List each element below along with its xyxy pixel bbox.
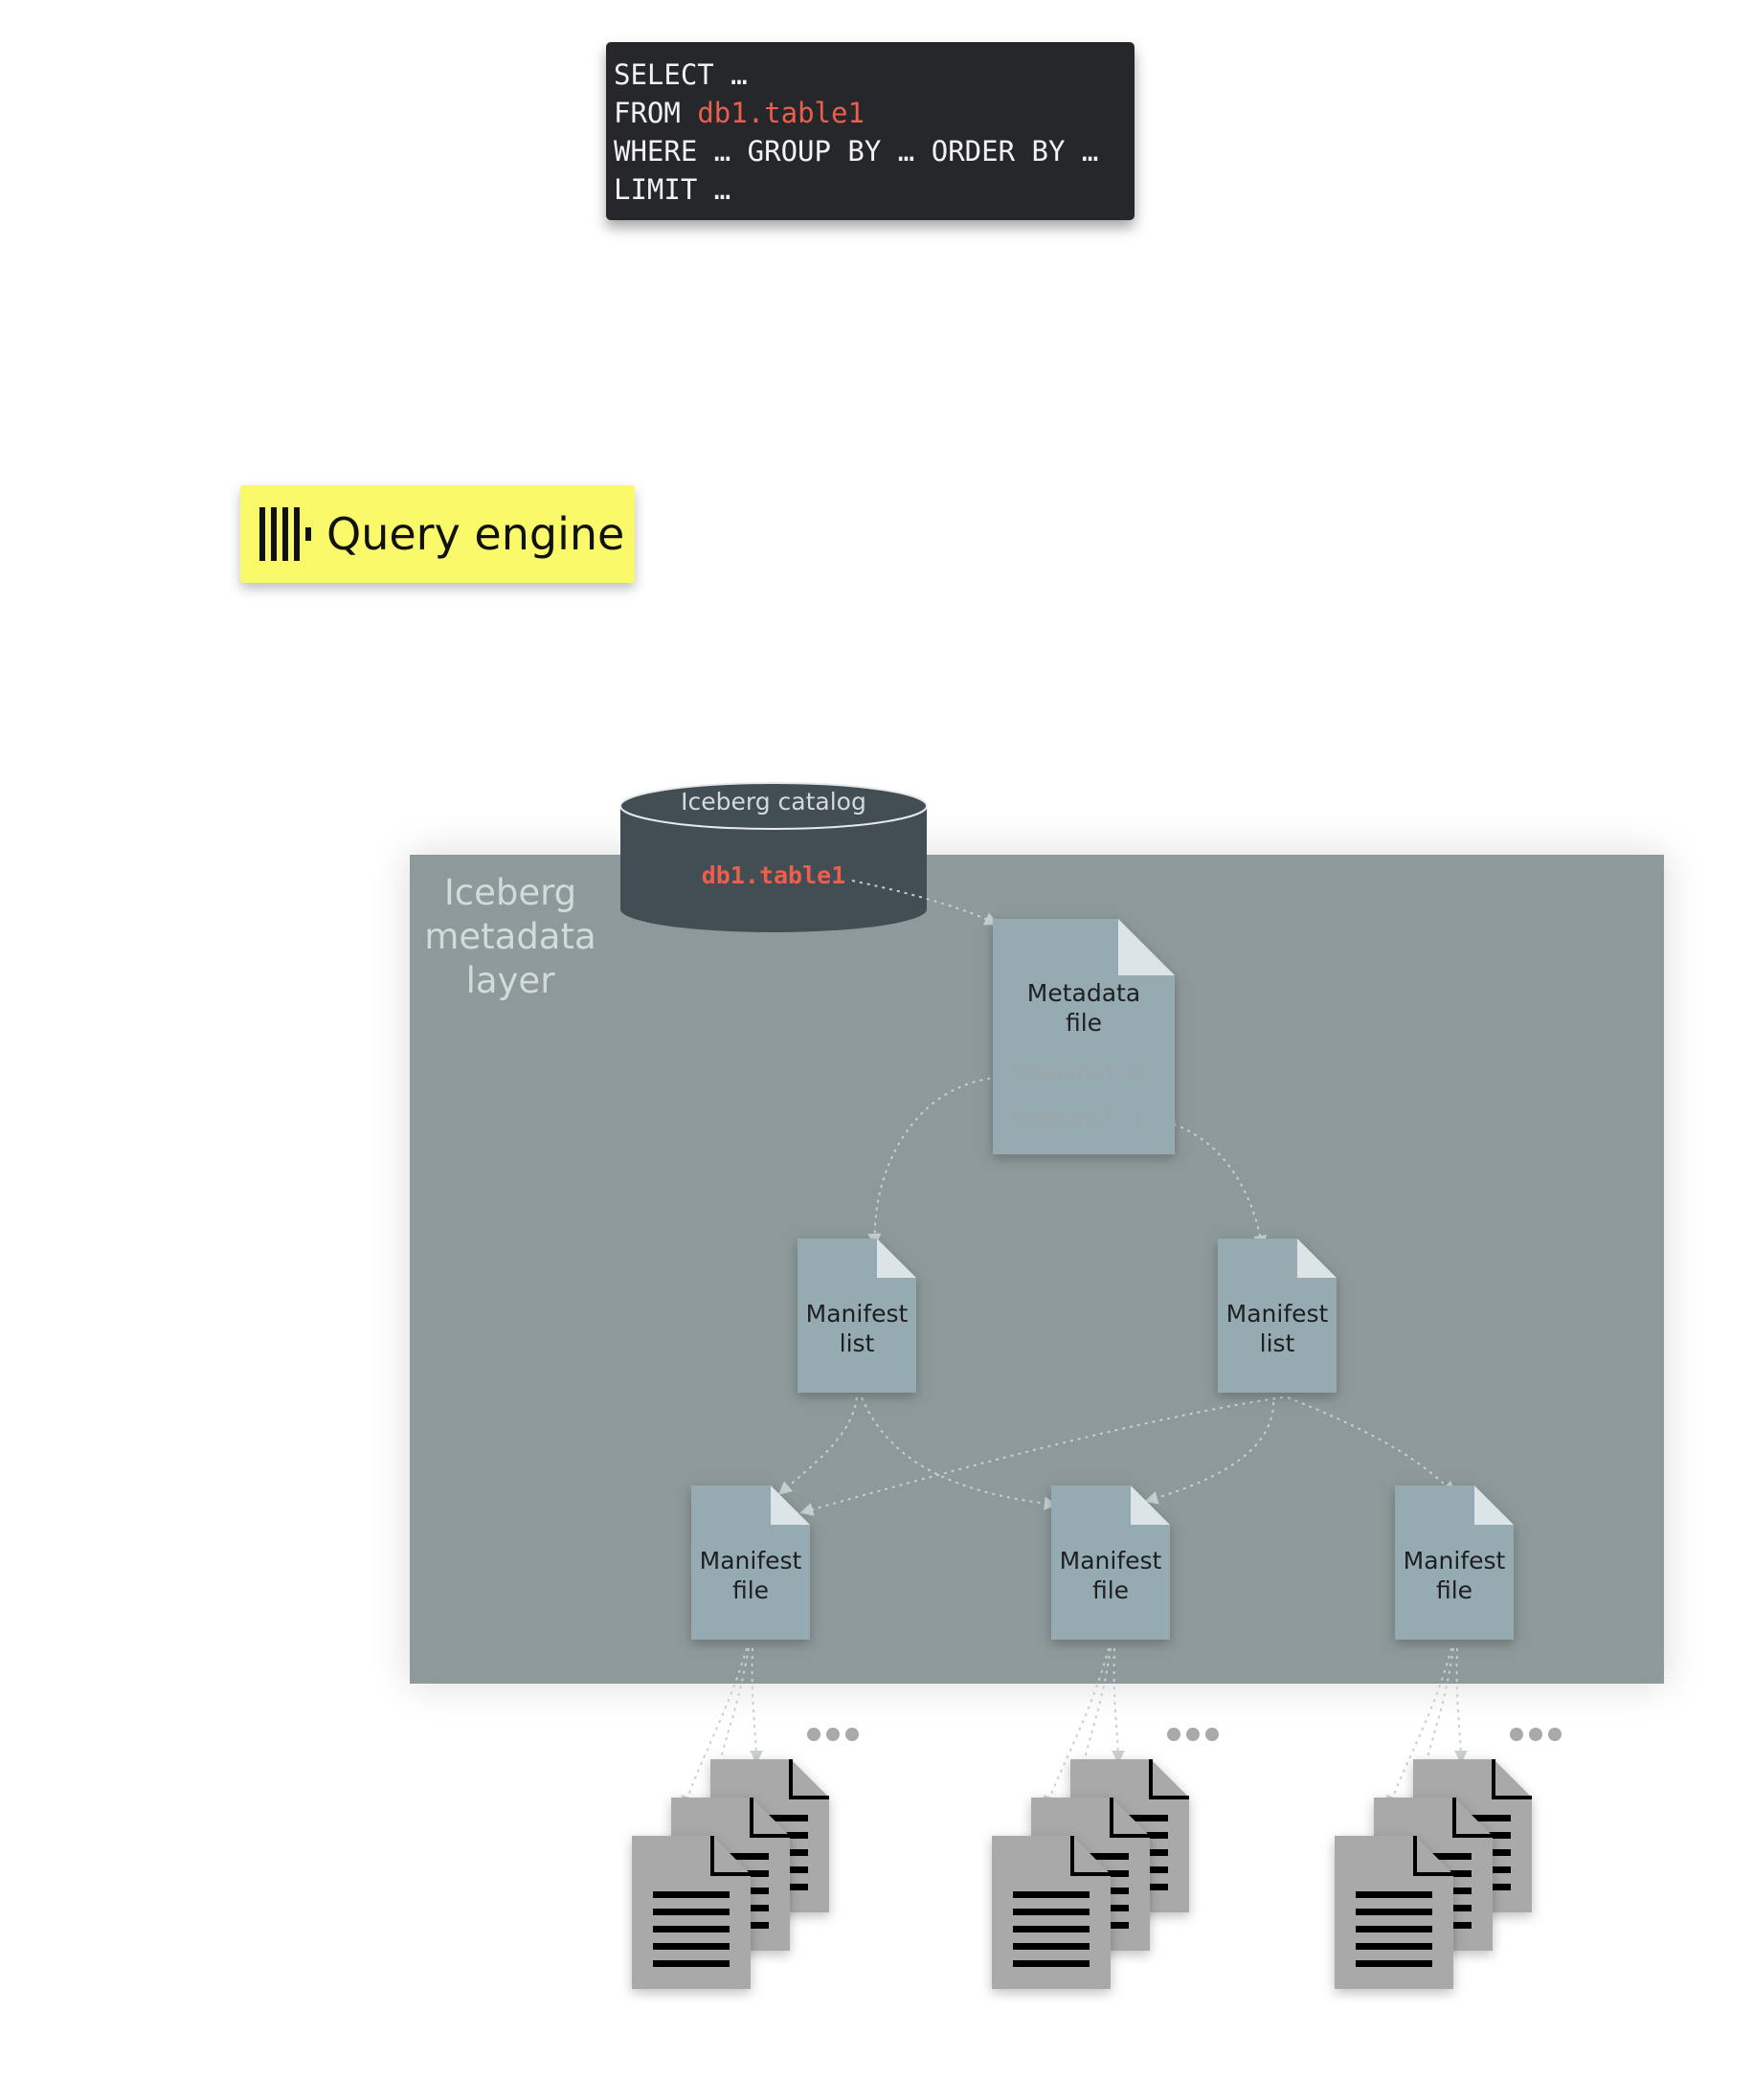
data-file-stacks: [632, 1728, 1562, 1989]
query-engine-box: Query engine: [240, 485, 635, 583]
manifest-file-label-2: Manifest file: [1059, 1547, 1162, 1604]
catalog-table-name: db1.table1: [701, 861, 846, 889]
metadata-file-label: Metadata file: [1026, 979, 1141, 1037]
catalog-title: Iceberg catalog: [681, 788, 866, 815]
manifest-file-doc-3: [1395, 1486, 1514, 1640]
snapshot-0-label: Snapshot-0: [1011, 1061, 1144, 1085]
manifest-list-doc-2: [1218, 1239, 1337, 1393]
manifest-file-label-1: Manifest file: [699, 1547, 802, 1604]
manifest-file-doc-1: [691, 1486, 810, 1640]
query-engine-label: Query engine: [326, 508, 625, 560]
manifest-list-doc-1: [798, 1239, 916, 1393]
manifest-file-label-3: Manifest file: [1403, 1547, 1506, 1604]
more-files-ellipsis-icon: [807, 1728, 859, 1741]
manifest-list-label-2: Manifest list: [1225, 1300, 1329, 1357]
more-files-ellipsis-icon: [1167, 1728, 1219, 1741]
manifest-list-label-1: Manifest list: [805, 1300, 909, 1357]
sql-line-1: SELECT …: [614, 58, 748, 91]
sql-line-2-prefix: FROM: [614, 97, 698, 129]
metadata-layer-title: Iceberg metadata layer: [424, 872, 596, 1001]
iceberg-catalog-cylinder: [619, 782, 928, 932]
clickhouse-logo-icon: [259, 507, 311, 561]
snapshot-1-label: Snapshot-1: [1011, 1106, 1144, 1131]
metadata-arrows: [681, 880, 1468, 1810]
data-file-icon: [632, 1836, 751, 1989]
metadata-file-doc: [993, 919, 1175, 1154]
sql-query-box: SELECT … FROM db1.table1 WHERE … GROUP B…: [606, 42, 1135, 220]
sql-table-name: db1.table1: [697, 97, 865, 129]
data-file-icon: [1335, 1836, 1453, 1989]
manifest-file-doc-2: [1051, 1486, 1170, 1640]
data-file-icon: [992, 1836, 1111, 1989]
more-files-ellipsis-icon: [1510, 1728, 1562, 1741]
sql-line-3: WHERE … GROUP BY … ORDER BY …: [614, 135, 1099, 168]
sql-line-4: LIMIT …: [614, 173, 731, 206]
